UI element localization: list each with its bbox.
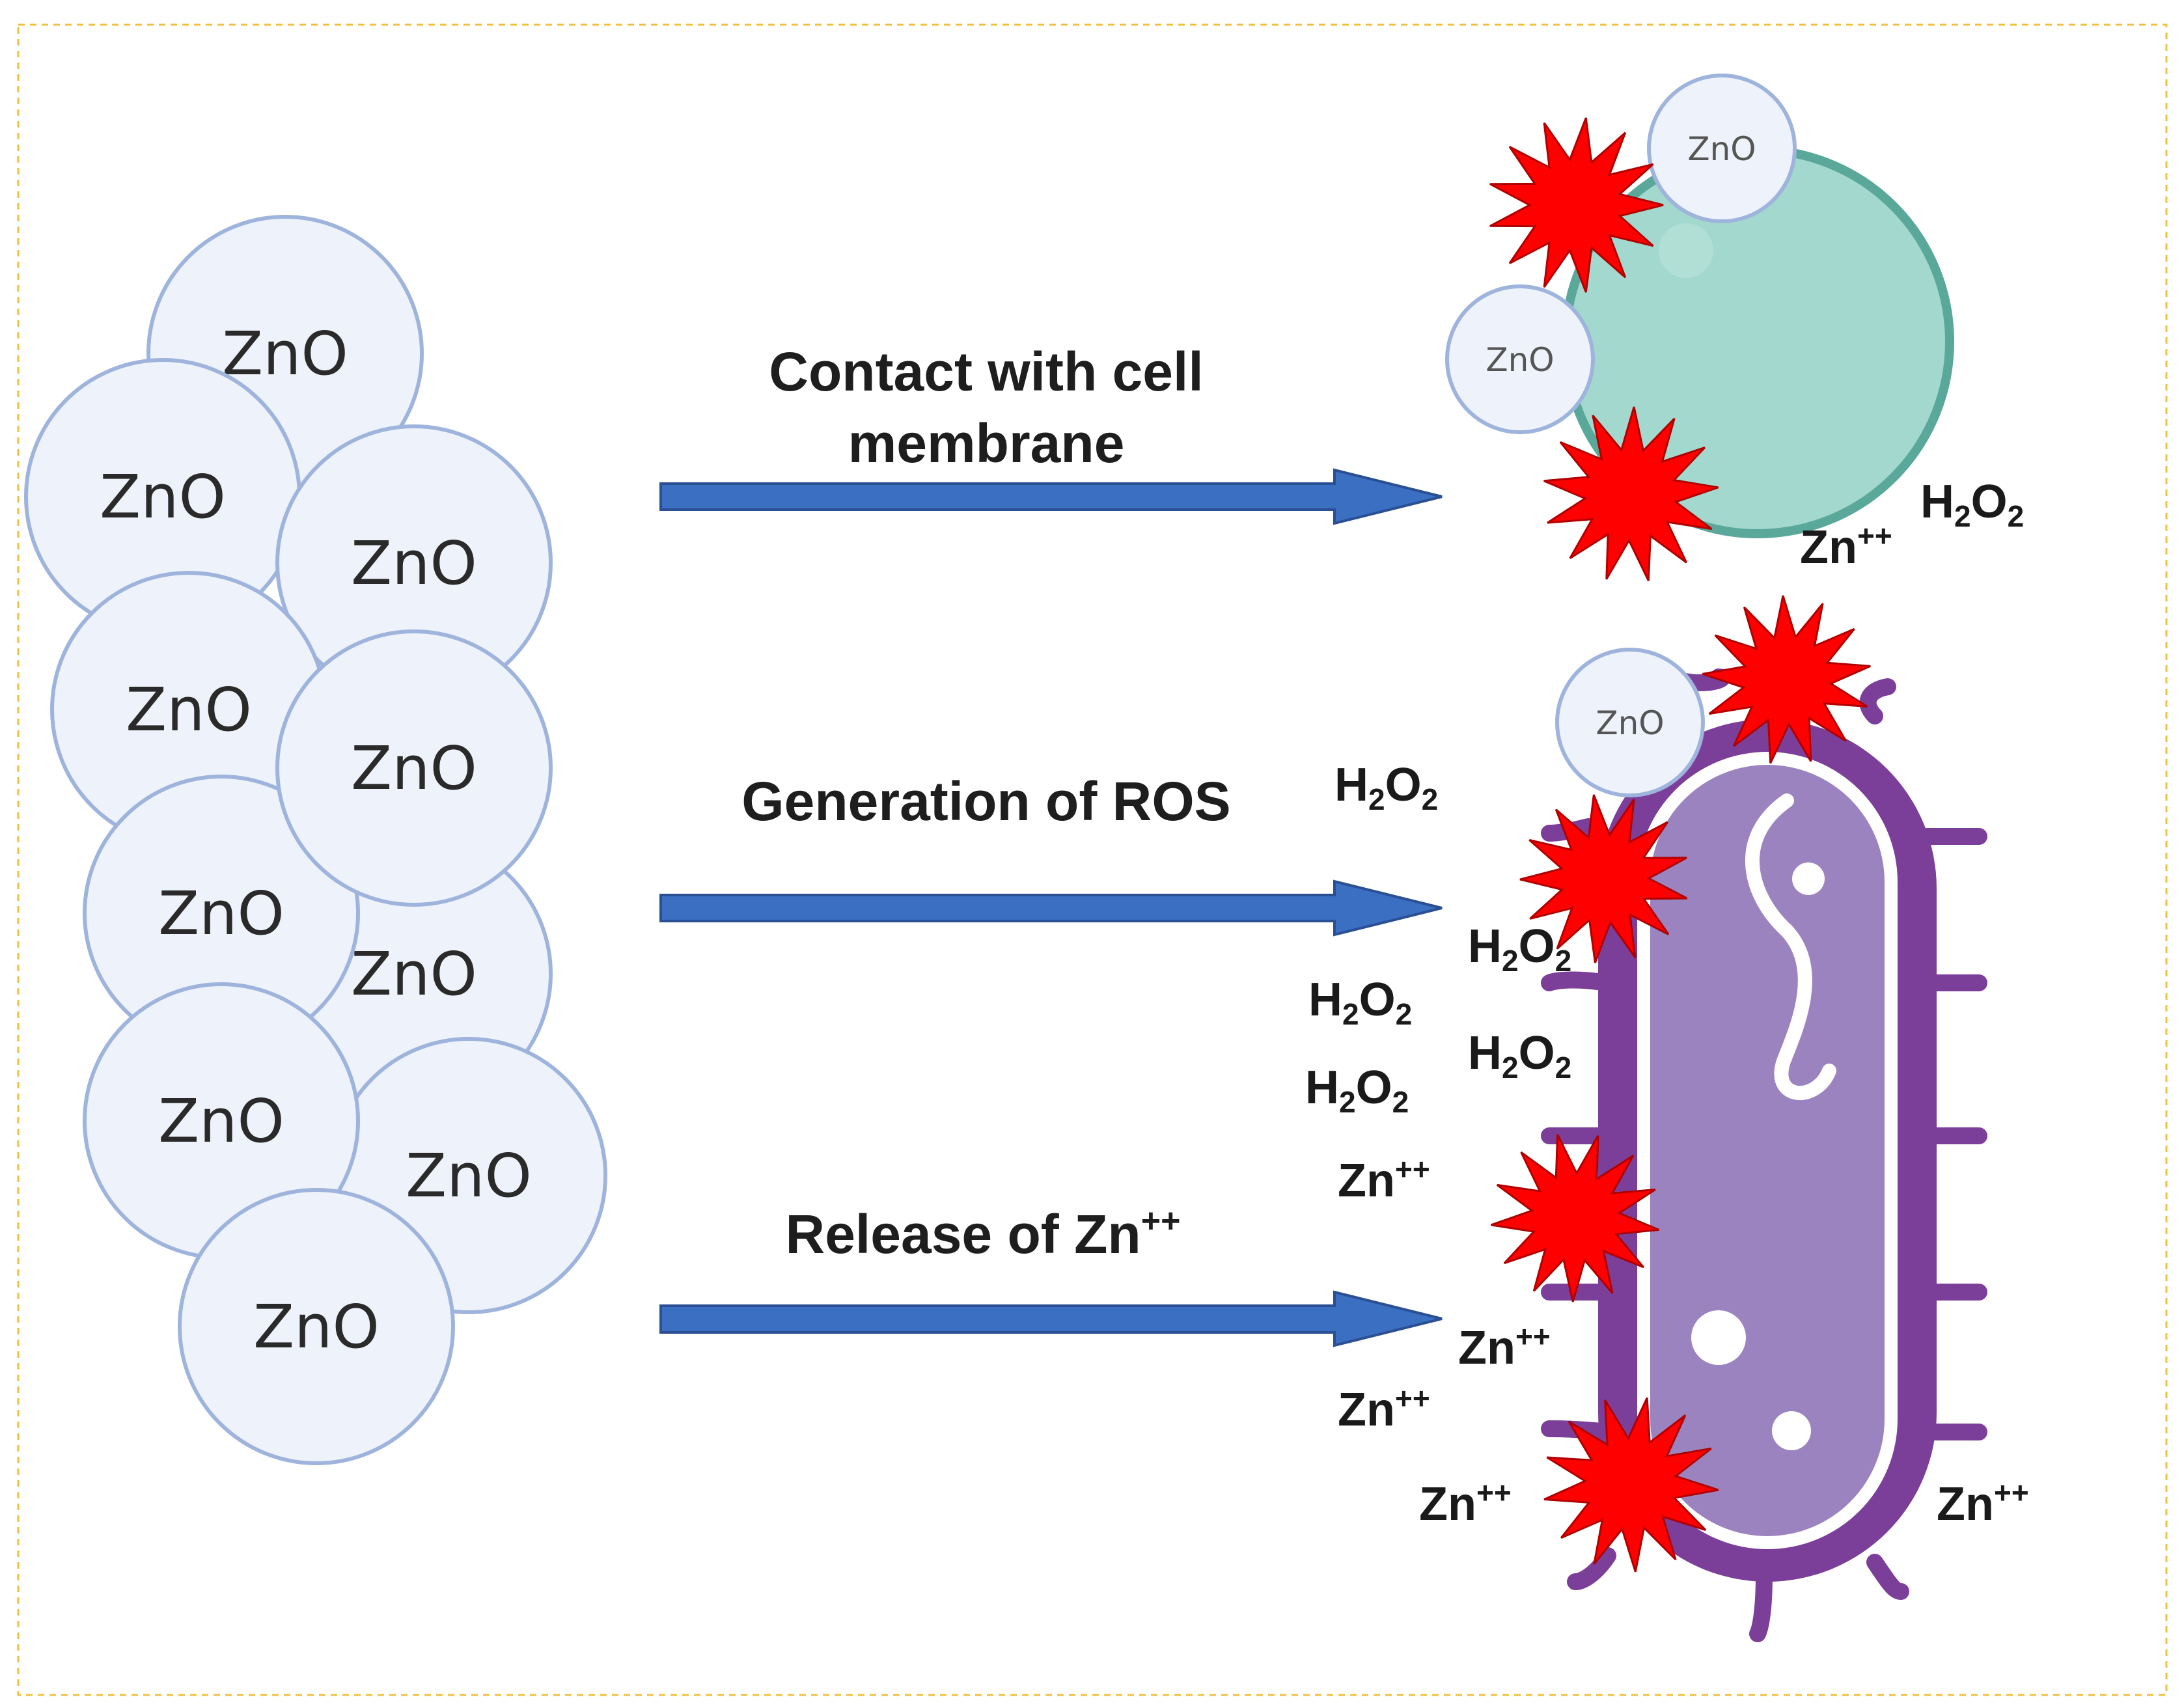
arrow-label-contact-line1: Contact with cell: [769, 341, 1203, 402]
bacillus-granule: [1691, 1310, 1746, 1365]
zno-particle-label: ZnO: [126, 675, 252, 745]
zno-particle-label: ZnO: [158, 1086, 284, 1156]
zn-ion-label: Zn++: [1338, 1152, 1430, 1207]
zno-particle: ZnO: [178, 1188, 455, 1465]
zno-particle-small-label: ZnO: [1486, 341, 1554, 379]
zno-particle-small: ZnO: [1555, 648, 1705, 797]
zno-particle-label: ZnO: [222, 319, 348, 389]
zn-ion-label: Zn++: [1419, 1476, 1512, 1530]
damage-burst-icon: [1491, 1134, 1660, 1302]
zno-particle-small-label: ZnO: [1596, 704, 1664, 742]
zno-particle: ZnO: [275, 424, 553, 702]
zno-particle-label: ZnO: [158, 879, 284, 948]
zno-particle-small: ZnO: [1647, 74, 1797, 223]
zno-particle: ZnO: [83, 982, 360, 1260]
bacillus-plasmid: [1745, 793, 1836, 1100]
arrow-zn-release: [659, 1290, 1443, 1347]
zno-particle: ZnO: [50, 571, 327, 848]
h2o2-label: H2O2: [1468, 920, 1571, 978]
damage-burst-icon: [1702, 595, 1871, 764]
damage-burst-icon: [1519, 794, 1688, 963]
zno-particle-label: ZnO: [351, 529, 477, 598]
arrow-label-zn-release: Release of Zn++: [786, 1202, 1181, 1265]
bacillus-granule: [1792, 862, 1825, 895]
zn-ion-label: Zn++: [1937, 1476, 2029, 1530]
damage-burst-icon: [1489, 117, 1664, 293]
zno-particle-label: ZnO: [351, 939, 477, 1009]
h2o2-label: H2O2: [1305, 1062, 1409, 1119]
h2o2-label: H2O2: [1334, 759, 1438, 816]
zno-particle-label: ZnO: [100, 462, 226, 532]
frame-border: [17, 23, 2168, 1696]
damage-burst-icon: [1543, 406, 1719, 581]
bacillus-granule: [1772, 1411, 1811, 1450]
zn-ion-label: Zn++: [1458, 1319, 1551, 1374]
zno-particle-small-label: ZnO: [1687, 130, 1756, 168]
h2o2-label: H2O2: [1920, 476, 2024, 533]
zno-particle: ZnO: [24, 358, 301, 635]
damage-burst-icon: [1543, 1397, 1719, 1573]
zn-ion-label: Zn++: [1338, 1381, 1430, 1436]
h2o2-label: H2O2: [1308, 974, 1412, 1031]
zno-cluster: ZnO ZnO ZnO ZnO ZnO ZnO ZnO ZnO: [24, 215, 607, 1465]
damage-bursts: [1489, 117, 1871, 1573]
arrow-label-contact-line2: membrane: [848, 413, 1125, 474]
bacillus-bacterium: [1541, 668, 1987, 1642]
arrow-contact: [659, 468, 1443, 525]
zno-particle-label: ZnO: [406, 1141, 532, 1211]
chem-labels: H2O2 Zn++ H2O2 H2O2 H2O2 H2O2 H2O2 Zn++ …: [1305, 476, 2029, 1530]
zno-particle-label: ZnO: [351, 734, 477, 803]
zno-particle-small: ZnO: [1445, 284, 1595, 434]
zno-particle-label: ZnO: [253, 1292, 380, 1362]
h2o2-label: H2O2: [1468, 1027, 1571, 1084]
arrow-label-ros: Generation of ROS: [741, 771, 1230, 832]
arrow-ros: [659, 879, 1443, 937]
zno-particle: ZnO: [275, 629, 553, 907]
zn-ion-label: Zn++: [1800, 519, 1892, 573]
